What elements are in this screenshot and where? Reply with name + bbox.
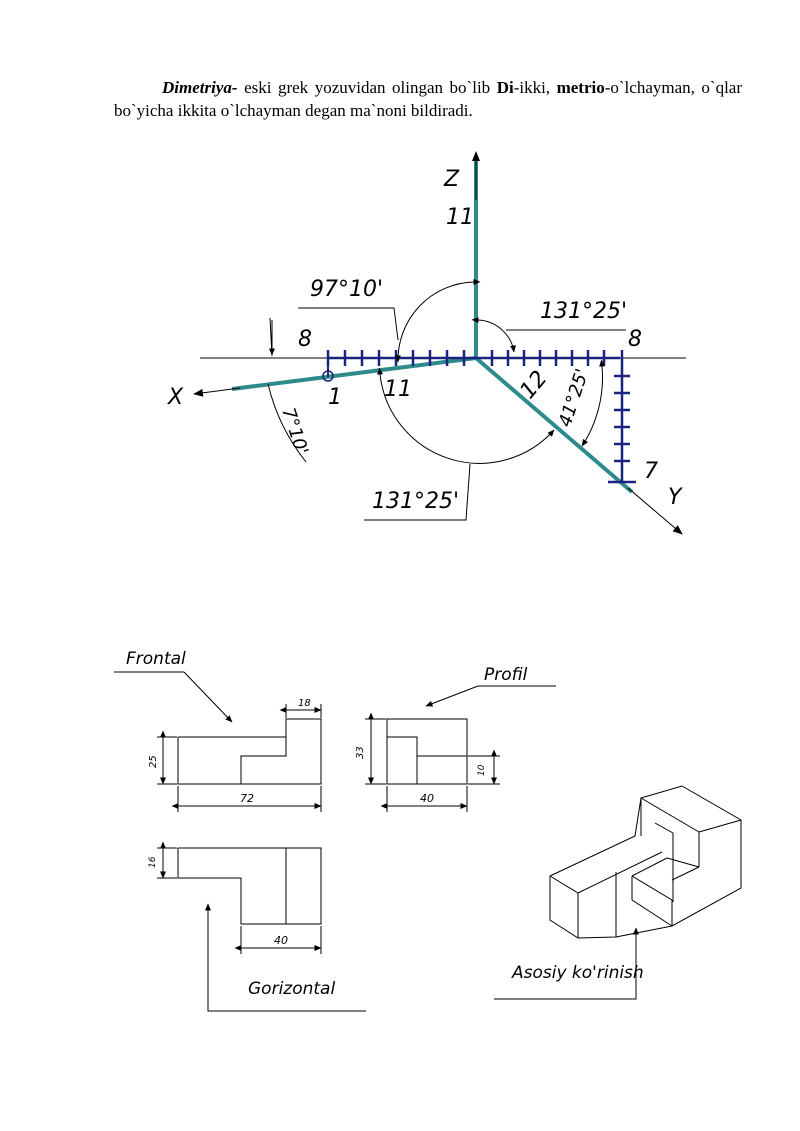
y-axis <box>474 356 634 494</box>
x-scale-ticks <box>326 350 476 366</box>
frontal-label: Frontal <box>126 649 186 669</box>
x-point-marker <box>322 370 334 382</box>
profil-label: Profil <box>484 665 528 685</box>
angle-label-41-25: 41°25' <box>555 366 593 429</box>
gorizontal-label: Gorizontal <box>248 979 335 999</box>
angle-label-7-10: 7°10' <box>277 405 312 457</box>
angle-label-131-25-bottom: 131°25' <box>372 489 459 514</box>
angle-label-97-10: 97°10' <box>310 277 383 302</box>
dim-16: 16 <box>148 856 158 868</box>
frontal-view <box>157 704 322 812</box>
right-scale-label-bottom: 7 <box>644 459 658 484</box>
dim-72: 72 <box>240 792 254 805</box>
intro-paragraph: Dimetriya- eski grek yozuvidan olingan b… <box>114 78 743 120</box>
angle-arc-top-right <box>471 317 516 353</box>
dim-40-top: 40 <box>274 934 288 947</box>
x-scale-label-bottom: 1 <box>328 385 342 410</box>
dim-18: 18 <box>298 698 311 709</box>
angle-arc-bottom <box>377 367 555 464</box>
term-dimetriya: Dimetriya- <box>162 78 238 97</box>
y-scale-ticks-vertical <box>608 350 636 484</box>
right-scale-label-top: 8 <box>628 327 642 352</box>
dimetric-axes-diagram: Z X Y 11 8 1 11 12 8 7 97°10' 131°25' 13… <box>167 151 686 535</box>
dim-25: 25 <box>148 755 159 768</box>
orthographic-views <box>114 671 742 1012</box>
isometric-main-view <box>549 785 742 939</box>
axis-label-y: Y <box>668 485 683 510</box>
axis-label-x: X <box>167 385 184 410</box>
leader-131-25-bottom <box>364 463 471 521</box>
x-scale-label-mid: 11 <box>384 377 412 402</box>
asosiy-label: Asosiy ko'rinish <box>511 963 644 983</box>
angle-label-131-25-top: 131°25' <box>540 299 627 324</box>
angle-arc-right <box>581 359 606 447</box>
z-scale-label: 11 <box>446 205 474 230</box>
profile-view <box>365 712 500 812</box>
horizontal-view <box>157 841 322 954</box>
dim-40-profile: 40 <box>420 792 434 805</box>
y-scale-ticks-horizontal <box>476 350 620 366</box>
dim-10: 10 <box>477 764 487 776</box>
x-scale-label-top: 8 <box>298 327 312 352</box>
leader-97-10 <box>298 307 399 341</box>
angle-arc-top-left <box>394 279 481 363</box>
dim-33: 33 <box>355 746 366 759</box>
axis-label-z: Z <box>443 167 460 192</box>
x-axis <box>231 356 477 391</box>
